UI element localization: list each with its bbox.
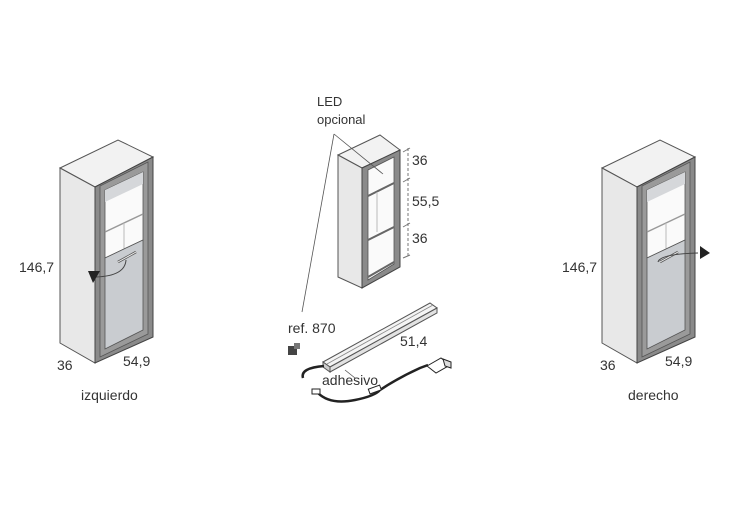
left-depth-label: 36 bbox=[57, 357, 73, 373]
right-height-label: 146,7 bbox=[562, 259, 597, 275]
arrow-head-icon bbox=[88, 271, 100, 283]
door-swing-arrow-icon bbox=[657, 252, 699, 263]
right-width-label: 54,9 bbox=[665, 353, 692, 369]
left-height-label: 146,7 bbox=[19, 259, 54, 275]
left-width-label: 54,9 bbox=[123, 353, 150, 369]
arrow-head-icon bbox=[700, 246, 710, 259]
center-cabinet bbox=[301, 133, 411, 313]
connector-icon bbox=[311, 388, 321, 395]
door-swing-arrow-icon bbox=[95, 259, 127, 278]
left-caption: izquierdo bbox=[81, 387, 138, 403]
dim-middle: 55,5 bbox=[412, 193, 439, 209]
right-cabinet bbox=[600, 138, 710, 365]
dim-bottom: 36 bbox=[412, 230, 428, 246]
ref-icon bbox=[288, 346, 297, 355]
ref-label: ref. 870 bbox=[288, 320, 336, 336]
dim-top: 36 bbox=[412, 152, 428, 168]
led-label-line1: LED bbox=[317, 94, 342, 109]
left-cabinet bbox=[58, 138, 155, 365]
right-depth-label: 36 bbox=[600, 357, 616, 373]
led-label-line2: opcional bbox=[317, 112, 366, 127]
led-strip bbox=[288, 302, 452, 403]
strip-length-label: 51,4 bbox=[400, 333, 427, 349]
adhesive-label: adhesivo bbox=[322, 372, 378, 388]
right-caption: derecho bbox=[628, 387, 679, 403]
